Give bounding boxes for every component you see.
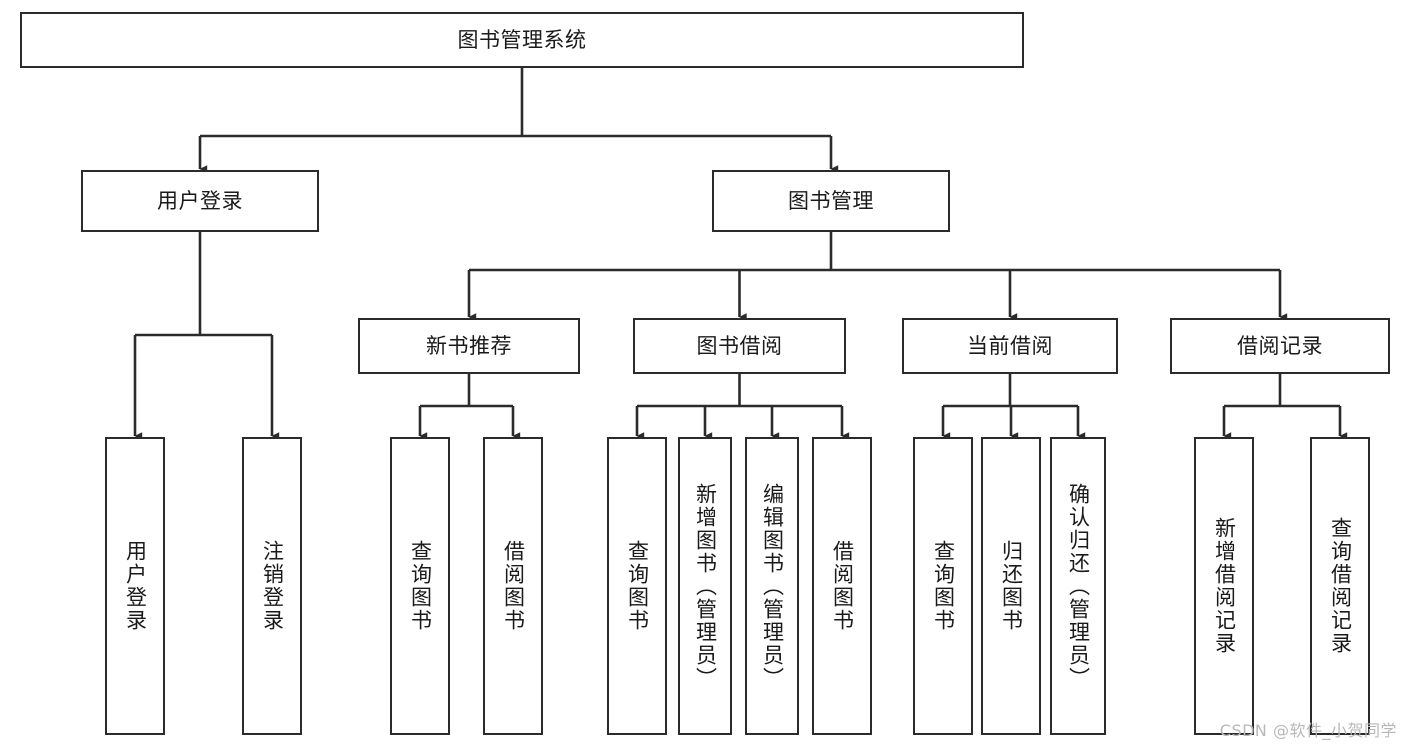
node-new-book-rec: 新书推荐 bbox=[358, 318, 580, 374]
node-label: 新增图书（管理员） bbox=[693, 482, 718, 690]
node-label: 用户登录 bbox=[157, 188, 243, 213]
node-leaf-borrow-book-1: 借阅图书 bbox=[483, 437, 543, 735]
node-leaf-query-book-1: 查询图书 bbox=[390, 437, 450, 735]
node-label: 当前借阅 bbox=[967, 333, 1053, 358]
node-label: 注销登录 bbox=[260, 540, 285, 632]
node-leaf-edit-book: 编辑图书（管理员） bbox=[745, 437, 799, 735]
node-label: 新书推荐 bbox=[426, 333, 512, 358]
node-label: 图书借阅 bbox=[696, 333, 783, 358]
node-borrow-record: 借阅记录 bbox=[1170, 318, 1390, 374]
node-label: 查询图书 bbox=[931, 540, 956, 632]
node-root: 图书管理系统 bbox=[20, 12, 1024, 68]
node-label: 借阅记录 bbox=[1237, 333, 1323, 358]
node-label: 归还图书 bbox=[999, 540, 1024, 632]
node-book-manage: 图书管理 bbox=[712, 170, 950, 232]
node-label: 查询图书 bbox=[625, 540, 650, 632]
node-label: 借阅图书 bbox=[830, 540, 855, 632]
node-leaf-query-record: 查询借阅记录 bbox=[1310, 437, 1370, 735]
node-current-borrow: 当前借阅 bbox=[902, 318, 1118, 374]
node-leaf-borrow-book-2: 借阅图书 bbox=[812, 437, 872, 735]
node-label: 编辑图书（管理员） bbox=[760, 482, 785, 690]
node-label: 图书管理系统 bbox=[457, 27, 587, 52]
node-leaf-return-book: 归还图书 bbox=[981, 437, 1041, 735]
node-label: 借阅图书 bbox=[501, 540, 526, 632]
node-user-login: 用户登录 bbox=[81, 170, 319, 232]
node-leaf-add-record: 新增借阅记录 bbox=[1194, 437, 1254, 735]
node-label: 查询图书 bbox=[408, 540, 433, 632]
node-label: 图书管理 bbox=[788, 188, 874, 213]
node-label: 用户登录 bbox=[123, 540, 148, 632]
node-leaf-query-book-2: 查询图书 bbox=[607, 437, 667, 735]
node-leaf-user-logout: 注销登录 bbox=[242, 437, 302, 735]
node-label: 确认归还（管理员） bbox=[1066, 482, 1091, 690]
node-leaf-user-login: 用户登录 bbox=[105, 437, 165, 735]
node-leaf-confirm-return: 确认归还（管理员） bbox=[1050, 437, 1106, 735]
node-leaf-add-book: 新增图书（管理员） bbox=[678, 437, 732, 735]
node-book-borrow: 图书借阅 bbox=[633, 318, 846, 374]
node-label: 新增借阅记录 bbox=[1212, 517, 1237, 655]
node-label: 查询借阅记录 bbox=[1328, 517, 1353, 655]
node-leaf-query-book-3: 查询图书 bbox=[913, 437, 973, 735]
